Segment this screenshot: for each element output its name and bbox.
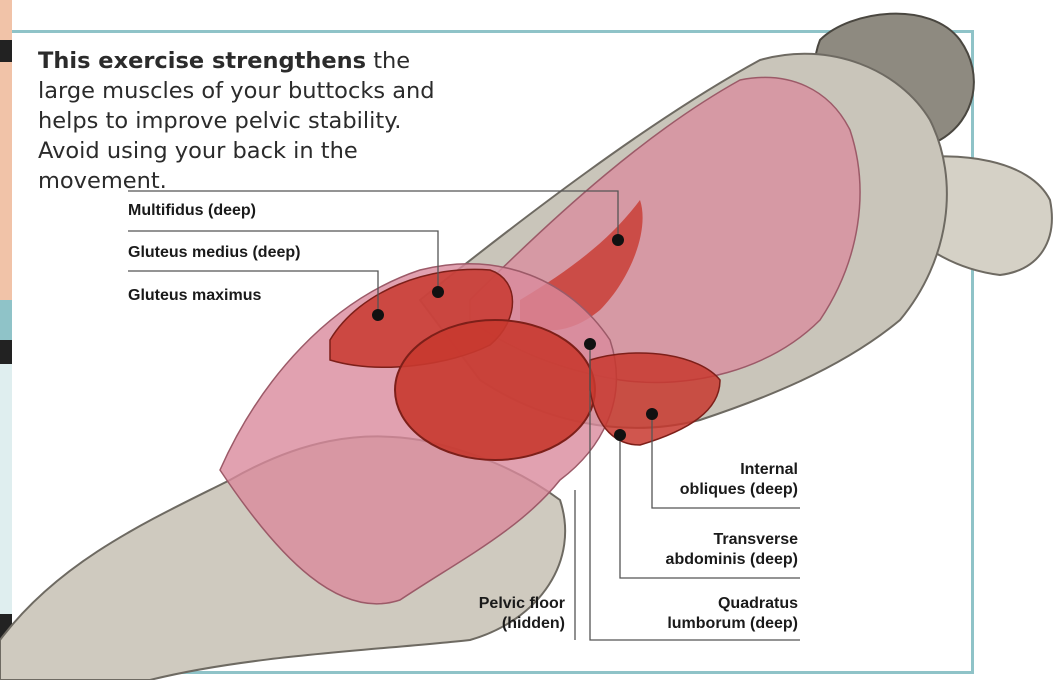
dot-gluteus-maximus xyxy=(372,309,384,321)
label-multifidus: Multifidus (deep) xyxy=(128,201,256,221)
dot-gluteus-medius xyxy=(432,286,444,298)
label-transverse-abdominis: Transverse abdominis (deep) xyxy=(630,530,798,570)
dot-internal-obliques xyxy=(646,408,658,420)
label-gluteus-medius: Gluteus medius (deep) xyxy=(128,243,300,263)
intro-text: This exercise strengthens the large musc… xyxy=(38,46,468,196)
label-pelvic-floor: Pelvic floor (hidden) xyxy=(420,594,565,634)
label-gluteus-maximus: Gluteus maximus xyxy=(128,286,261,306)
dot-multifidus xyxy=(612,234,624,246)
label-internal-obliques: Internal obliques (deep) xyxy=(630,460,798,500)
intro-bold: This exercise strengthens xyxy=(38,48,366,74)
dot-quadratus xyxy=(584,338,596,350)
gluteus-maximus-muscle xyxy=(395,320,595,460)
abdominal-muscles xyxy=(590,353,720,445)
label-quadratus-lumborum: Quadratus lumborum (deep) xyxy=(630,594,798,634)
dot-transverse xyxy=(614,429,626,441)
